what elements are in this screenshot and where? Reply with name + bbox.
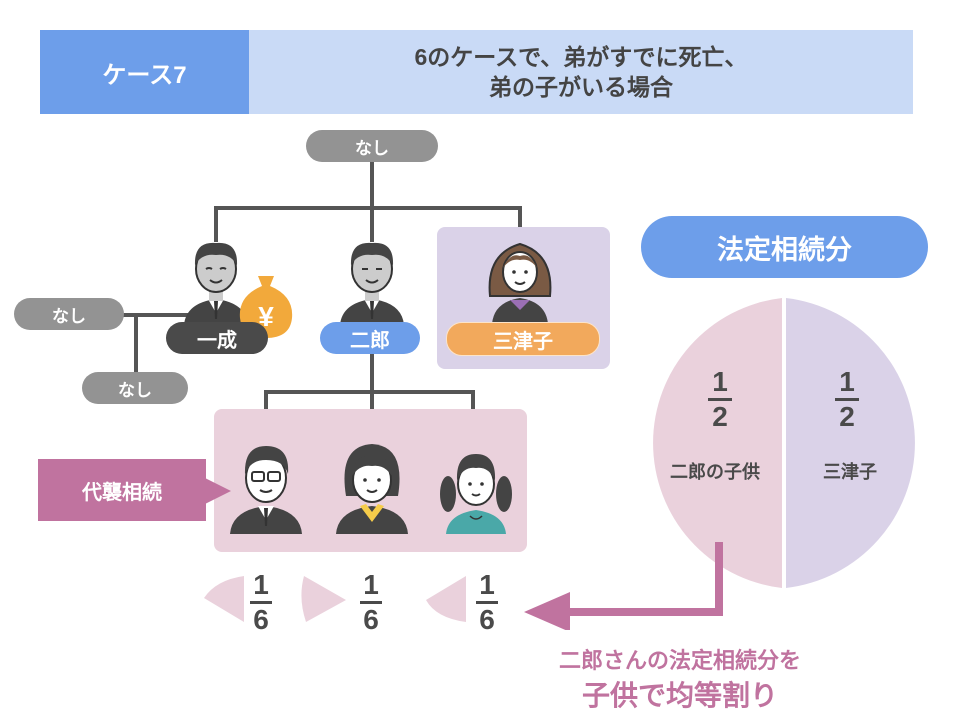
pie-slice-jiro-children: [653, 298, 782, 588]
connector-siblings-horizontal: [214, 206, 522, 210]
case-label: ケース7: [40, 30, 249, 114]
connector-mitsuko: [518, 206, 522, 236]
jiro-avatar-icon: [340, 242, 404, 325]
share-numerator: 1: [250, 570, 272, 604]
mitsuko-name-badge: 三津子: [446, 322, 600, 356]
jiro-children-share: 1 2: [708, 367, 732, 432]
grandchild2-share: 1 6: [360, 570, 382, 635]
callout-pointer: [205, 478, 231, 504]
mitsuko-share: 1 2: [835, 367, 859, 432]
share-numerator: 1: [360, 570, 382, 604]
connector-parents-down: [370, 162, 374, 242]
pie-slice-mitsuko: [786, 298, 915, 588]
share-denominator: 2: [839, 401, 855, 432]
distribution-arrow-icon: [524, 542, 723, 630]
connector-ichinari: [214, 206, 218, 242]
grandchild1-share: 1 6: [250, 570, 272, 635]
connector-ichinari-child: [134, 313, 138, 373]
jiro-name-badge: 二郎: [320, 322, 420, 354]
grandchild3-share: 1 6: [476, 570, 498, 635]
legal-share-pie: [653, 298, 915, 588]
grandchild1-avatar-icon: [230, 446, 302, 534]
share-numerator: 1: [835, 367, 859, 401]
mitsuko-avatar-icon: [488, 242, 552, 324]
share-wedge-icon-2: [301, 576, 346, 622]
share-denominator: 2: [712, 401, 728, 432]
grandchild2-avatar-icon: [336, 444, 408, 534]
share-denominator: 6: [253, 604, 269, 635]
grandchild3-avatar-icon: [440, 454, 512, 534]
note-line1: 二郎さんの法定相続分を: [558, 648, 801, 673]
connector-grandchildren-horizontal: [264, 390, 475, 394]
child-none-pill: なし: [82, 372, 188, 404]
daisho-souzoku-callout: 代襲相続: [38, 459, 206, 521]
jiro-children-label: 二郎の子供: [670, 462, 760, 482]
case-title: 6のケースで、弟がすでに死亡、 弟の子がいる場合: [249, 30, 913, 114]
share-wedge-icon-3: [426, 576, 466, 622]
spouse-none-pill: なし: [14, 298, 124, 330]
share-wedge-icon-1: [204, 576, 244, 622]
share-numerator: 1: [476, 570, 498, 604]
case-title-line1: 6のケースで、弟がすでに死亡、: [414, 44, 748, 70]
note-line2: 子供で均等割り: [581, 680, 778, 711]
share-numerator: 1: [708, 367, 732, 401]
ichinari-name-badge: 一成: [166, 322, 268, 354]
mitsuko-label: 三津子: [823, 462, 877, 482]
share-denominator: 6: [363, 604, 379, 635]
yen-symbol: ¥: [258, 301, 274, 332]
case-title-line2: 弟の子がいる場合: [489, 74, 673, 100]
ichinari-avatar-icon: [184, 242, 248, 325]
connector-spouse-horizontal: [118, 313, 190, 317]
legal-share-title: 法定相続分: [641, 216, 928, 278]
parents-none-pill: なし: [306, 130, 438, 162]
share-denominator: 6: [479, 604, 495, 635]
